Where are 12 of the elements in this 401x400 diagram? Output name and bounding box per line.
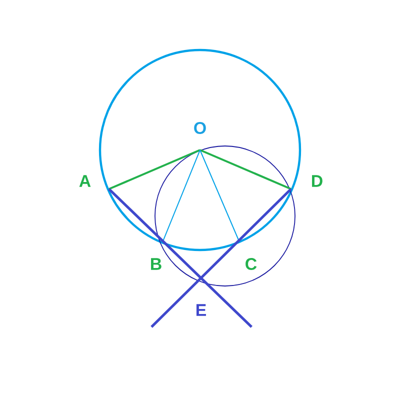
point-label: C bbox=[246, 258, 257, 270]
line-segment bbox=[150, 188, 292, 328]
point-label: E bbox=[196, 304, 206, 316]
line-segment bbox=[200, 149, 292, 190]
line-segment bbox=[108, 149, 200, 190]
point-label: B bbox=[151, 258, 162, 270]
line-segment bbox=[108, 188, 252, 328]
line-segment bbox=[200, 150, 240, 242]
line-segment bbox=[162, 150, 200, 242]
point-label: O bbox=[194, 122, 206, 134]
point-label: D bbox=[312, 175, 322, 187]
point-label: A bbox=[79, 175, 91, 187]
